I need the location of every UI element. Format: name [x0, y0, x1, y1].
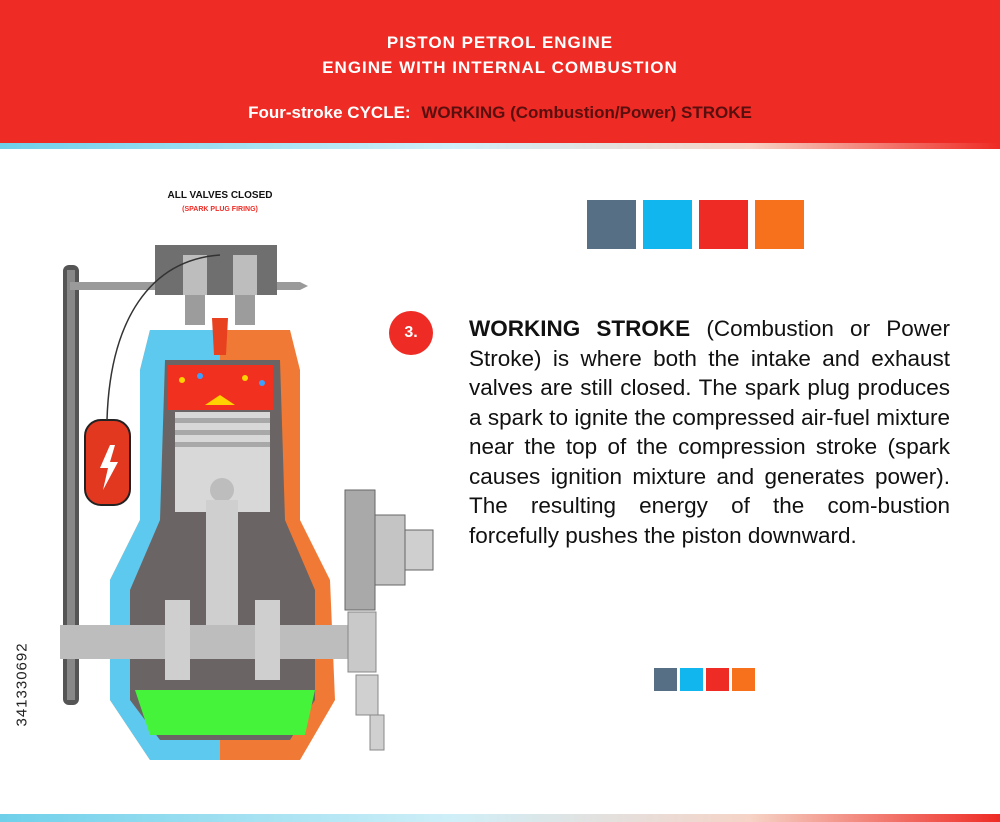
crankshaft — [60, 625, 360, 659]
swatch-blue — [643, 200, 692, 249]
diagram-sublabel: (SPARK PLUG FIRING) — [182, 206, 258, 213]
swatch-red — [699, 200, 748, 249]
title-line-1: PISTON PETROL ENGINE — [386, 33, 614, 52]
header-banner: PISTON PETROL ENGINE ENGINE WITH INTERNA… — [0, 0, 1000, 143]
step-title: WORKING STROKE — [469, 316, 691, 341]
title-line-2: ENGINE WITH INTERNAL COMBUSTION — [322, 58, 678, 77]
palette-swatches-large — [587, 200, 811, 249]
palette-swatches-small — [654, 668, 758, 691]
exhaust-valve-spring — [235, 295, 255, 325]
swatch-slate — [587, 200, 636, 249]
flywheel-gear — [344, 489, 376, 611]
spark-plug — [212, 318, 228, 355]
top-gradient-band — [0, 143, 1000, 149]
swatch-blue-small — [680, 668, 703, 691]
oil-sump — [135, 690, 315, 735]
swatch-orange-small — [732, 668, 755, 691]
stock-id-vertical: 341330692 — [13, 642, 31, 727]
bottom-gradient-band — [0, 814, 1000, 822]
swatch-orange — [755, 200, 804, 249]
diagram-label: ALL VALVES CLOSED — [167, 190, 273, 201]
cylinder-head — [155, 245, 277, 295]
cycle-subtitle-prefix: Four-stroke CYCLE: — [248, 103, 411, 122]
cycle-subtitle-stroke: WORKING (Combustion/Power) STROKE — [421, 103, 752, 122]
step-number-badge: 3. — [389, 311, 433, 355]
cycle-subtitle: Four-stroke CYCLE: WORKING (Combustion/P… — [0, 103, 1000, 123]
step-description: WORKING STROKE (Combustion or Power Stro… — [469, 314, 950, 550]
swatch-red-small — [706, 668, 729, 691]
step-body: (Combustion or Power Stroke) is where bo… — [469, 316, 951, 548]
swatch-slate-small — [654, 668, 677, 691]
engine-cutaway-diagram — [60, 245, 434, 760]
intake-valve-spring — [185, 295, 205, 325]
